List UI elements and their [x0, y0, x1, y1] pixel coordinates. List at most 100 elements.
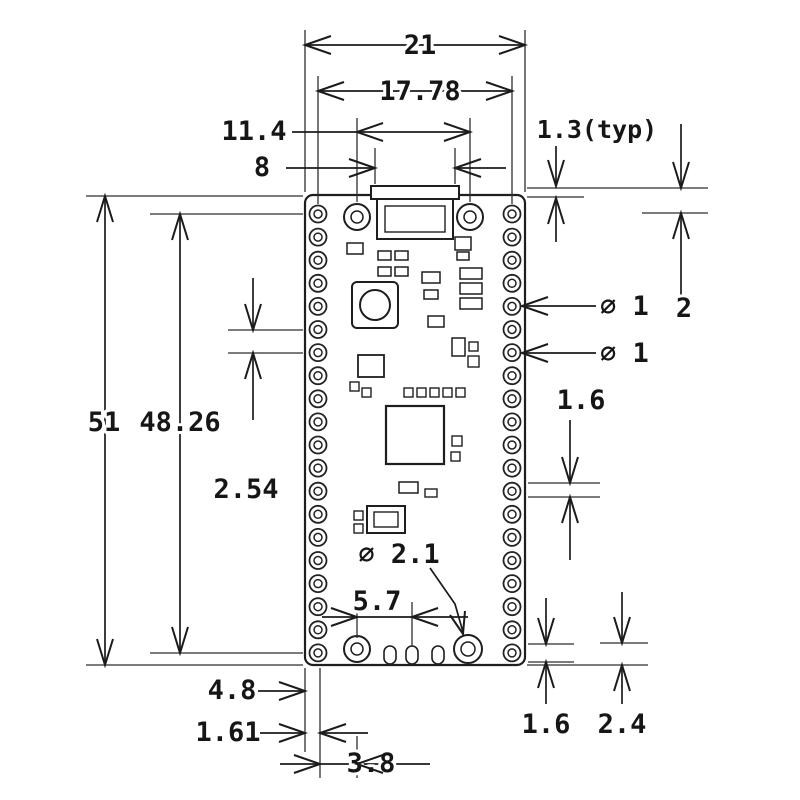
pin-hole — [507, 394, 517, 404]
pin-column-left — [308, 204, 328, 663]
passive — [403, 387, 414, 398]
arrowhead-up — [613, 661, 631, 692]
pin-hole — [313, 648, 323, 658]
passive — [459, 297, 483, 310]
usb-lip — [370, 185, 460, 200]
mounting-hole-top-left-drill — [350, 210, 364, 224]
pin-hole — [313, 625, 323, 635]
passive — [377, 266, 392, 277]
mounting-hole-bottom-left-drill — [350, 642, 364, 656]
dimension-labels: 21 17.78 11.4 8 1.3(typ) 2 51 48.26 2.54… — [85, 27, 695, 782]
arrowhead-right — [278, 723, 309, 743]
dim-label-edge-to-hole: 4.8 — [208, 675, 257, 706]
mounting-hole-bottom-right-drill — [460, 641, 476, 657]
pin-hole — [507, 255, 517, 265]
leader-dia2.1 — [429, 567, 464, 633]
pin-hole — [507, 532, 517, 543]
pin-hole — [507, 370, 517, 381]
arrowhead-left — [518, 296, 549, 316]
pin-hole — [313, 370, 323, 381]
passive — [361, 387, 372, 398]
pin-hole — [507, 555, 517, 566]
dim-label-pin-col-span: 48.26 — [139, 407, 220, 438]
arrowhead-down — [171, 626, 189, 657]
regulator-ic — [357, 354, 385, 378]
pin-hole — [507, 601, 517, 612]
main-mcu-chip — [384, 404, 446, 466]
arrowhead-right — [498, 35, 529, 55]
dim-label-pin-edge-offset: 1.3(typ) — [537, 115, 657, 144]
pin-hole — [507, 347, 517, 358]
pin-hole — [313, 324, 323, 335]
arrowhead-right — [293, 754, 324, 774]
pin-hole — [313, 601, 323, 612]
passive — [394, 250, 409, 261]
passive — [394, 266, 409, 277]
pin-hole — [507, 417, 517, 427]
arrowhead-up — [537, 658, 555, 689]
arrowhead-up — [672, 209, 690, 240]
arrowhead-down — [537, 617, 555, 648]
arrowhead-down — [96, 638, 114, 669]
pin-hole — [507, 625, 517, 635]
passive — [450, 451, 461, 462]
dimension-lines — [104, 44, 682, 765]
pin-hole — [507, 440, 517, 450]
dim-label-overall-width: 21 — [404, 30, 437, 61]
pin-hole — [507, 209, 517, 219]
arrowhead-right — [330, 607, 361, 627]
arrowhead-up — [171, 210, 189, 241]
dim-label-pad-width-bottom: 1.6 — [522, 709, 571, 740]
dim-label-edge-to-pin-col: 1.61 — [195, 717, 260, 748]
usb-shield — [384, 205, 446, 233]
passive — [349, 381, 360, 392]
dim-label-pin-col-to-hole: 3.8 — [347, 748, 396, 779]
pin-hole — [313, 209, 323, 219]
flash-chip-mark — [373, 511, 399, 528]
arrowhead-left — [314, 81, 345, 101]
passive — [377, 250, 392, 261]
passive — [421, 271, 441, 284]
passive — [429, 387, 440, 398]
arrowhead-down — [672, 161, 690, 192]
pin-hole — [313, 255, 323, 265]
passive — [468, 341, 479, 352]
pin-hole — [507, 578, 517, 589]
test-pad — [405, 645, 419, 665]
pin-hole — [507, 509, 517, 520]
arrowhead-right — [278, 681, 309, 701]
arrowhead-left — [353, 754, 384, 774]
led — [454, 236, 472, 251]
arrowhead-up — [561, 493, 579, 524]
passive — [451, 337, 466, 357]
pin-hole — [313, 417, 323, 427]
dim-label-pad-len-right: 1.6 — [557, 385, 606, 416]
pin-hole — [313, 486, 323, 496]
pin-hole — [507, 648, 517, 658]
arrowhead-left — [316, 723, 347, 743]
dim-label-hole-to-pad: 5.7 — [353, 586, 402, 617]
dim-label-mount-hole-dia: ⌀ 2.1 — [358, 539, 439, 570]
test-pad — [431, 645, 445, 665]
passive — [424, 488, 438, 498]
pin-hole — [507, 278, 517, 289]
arrowhead-left — [301, 35, 332, 55]
pin-hole — [507, 301, 517, 312]
pin-hole — [313, 232, 323, 242]
passive — [416, 387, 427, 398]
arrowhead-right — [348, 158, 379, 178]
dim-label-hole-dia-b: ⌀ 1 — [600, 338, 649, 369]
mounting-hole-top-right-drill — [463, 210, 477, 224]
pin-hole — [507, 232, 517, 242]
passive — [353, 523, 364, 534]
dim-label-castellation-len: 2.4 — [598, 709, 647, 740]
pin-hole — [313, 532, 323, 543]
mounting-holes — [343, 203, 484, 664]
pin-hole — [313, 440, 323, 450]
arrowhead-right — [485, 81, 516, 101]
arrowheads — [96, 35, 690, 774]
passive — [467, 355, 480, 368]
pin-hole — [313, 509, 323, 520]
